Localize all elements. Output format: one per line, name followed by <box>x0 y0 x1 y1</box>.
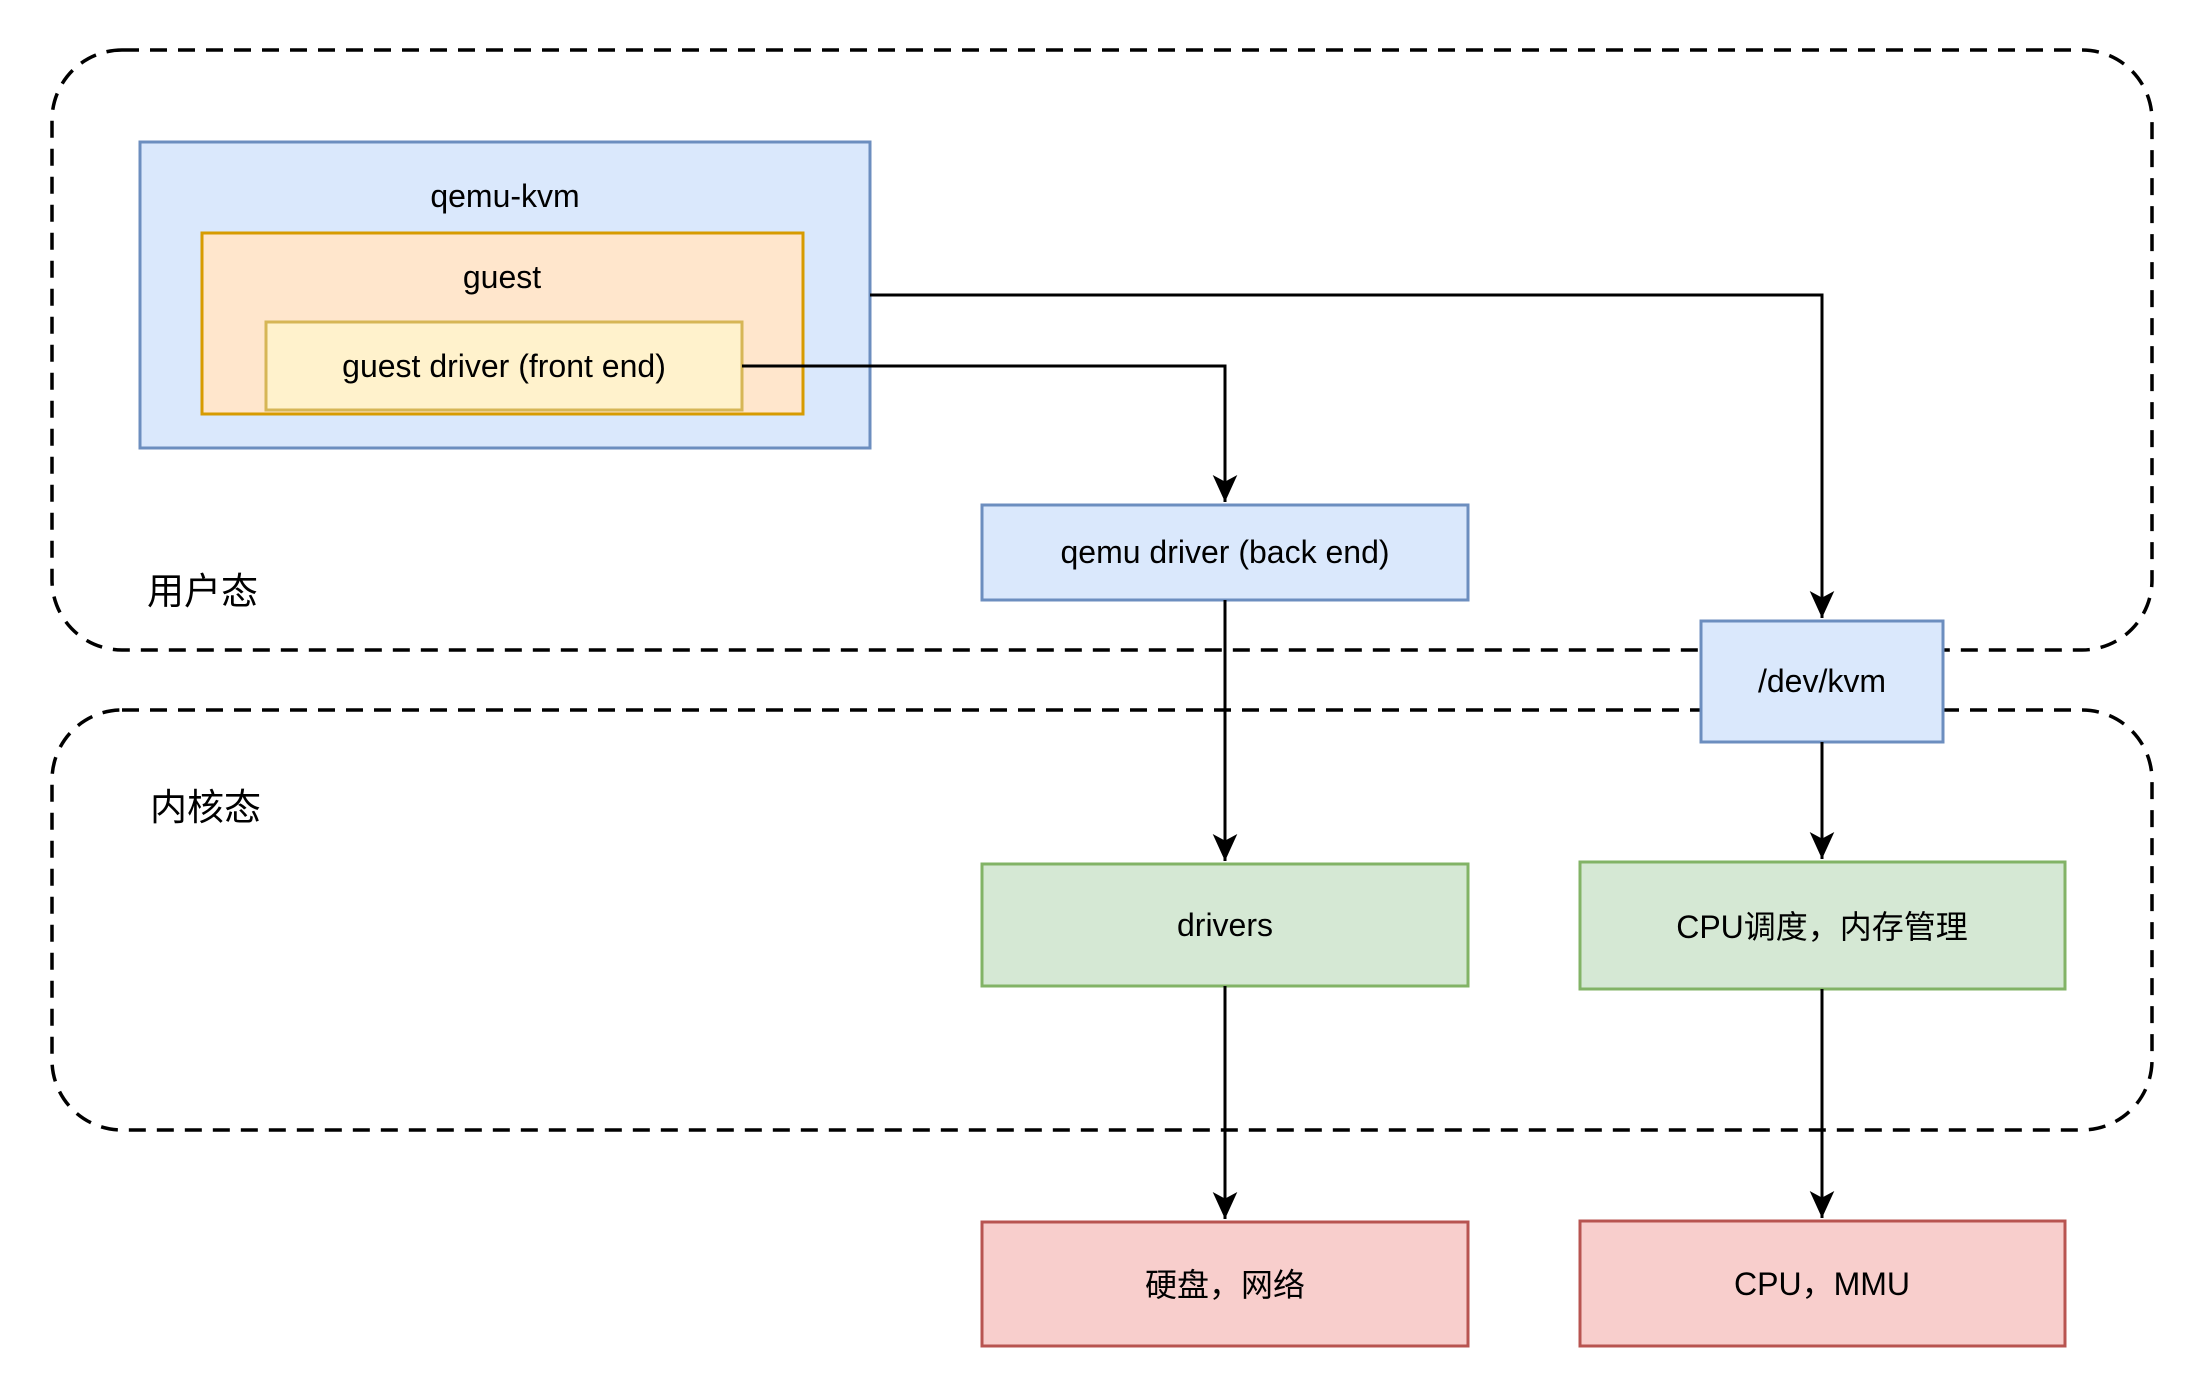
guest-label: guest <box>463 259 541 295</box>
cpu-mmu-label: CPU，MMU <box>1734 1266 1910 1302</box>
drivers-box <box>980 862 1470 988</box>
disk-net-box <box>980 1220 1470 1348</box>
edge-qemu-kvm-to-dev-kvm <box>870 293 1835 618</box>
kernel-mode-label: 内核态 <box>150 787 261 829</box>
qemu-kvm-label: qemu-kvm <box>430 178 579 214</box>
edge-guest-driver-to-qemu-driver <box>742 364 1238 502</box>
qemu-driver-box <box>980 503 1470 602</box>
guest-driver-label: guest driver (front end) <box>342 348 666 384</box>
qemu-driver-label: qemu driver (back end) <box>1060 534 1389 570</box>
drivers-label: drivers <box>1177 907 1273 943</box>
user-mode-region <box>50 48 2154 652</box>
dev-kvm-box <box>1699 619 1945 744</box>
disk-net-label: 硬盘，网络 <box>1145 1267 1305 1303</box>
cpu-sched-label: CPU调度，内存管理 <box>1676 909 1968 945</box>
cpu-mmu-box <box>1578 1219 2067 1348</box>
cpu-sched-box <box>1578 860 2067 991</box>
user-mode-label: 用户态 <box>147 571 258 613</box>
kernel-mode-region <box>50 708 2154 1132</box>
dev-kvm-label: /dev/kvm <box>1758 663 1886 699</box>
